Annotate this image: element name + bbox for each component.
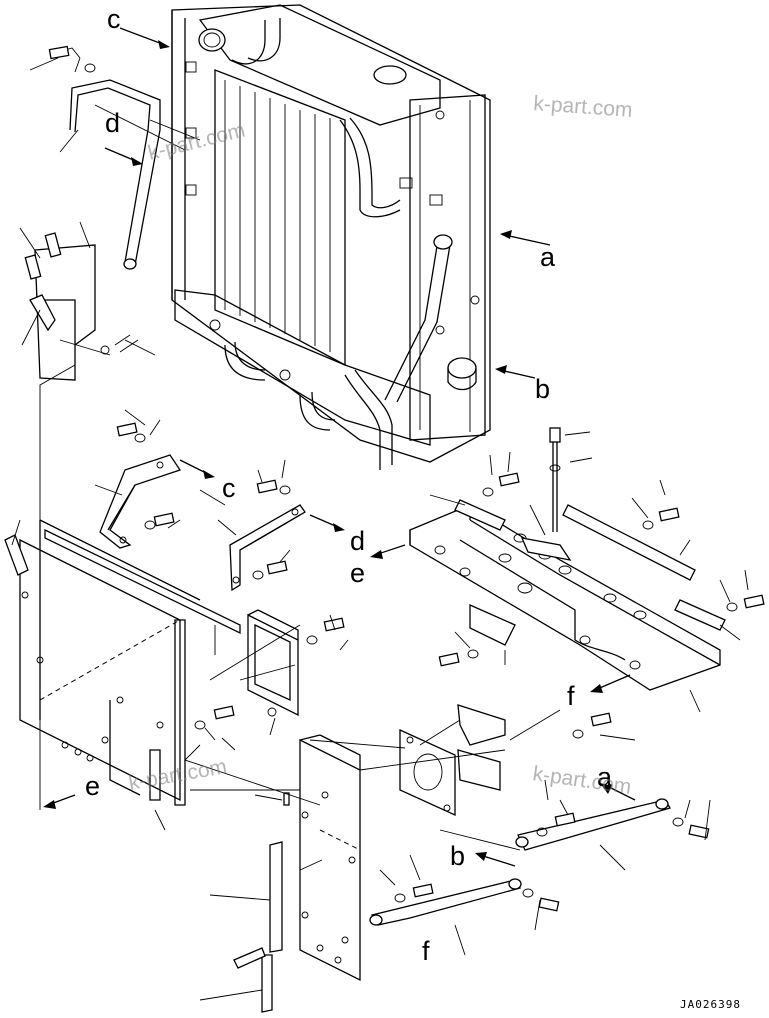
ref-letter-b-right: b [535, 374, 550, 404]
lower-plate-assembly [190, 704, 506, 1013]
watermark-bottom-left: k-part.com [127, 755, 229, 795]
drawing-code: JA026398 [680, 998, 741, 1011]
under-guard-right [409, 427, 765, 713]
ref-letter-c-mid: c [222, 473, 236, 503]
ref-letter-d-mid: d [350, 526, 365, 556]
ref-letter-e-mid: e [350, 558, 365, 588]
ref-letter-d-top: d [105, 108, 120, 138]
ref-letter-f-bottom: f [422, 936, 430, 966]
stay-bars-lower-right [369, 712, 711, 956]
stay-rod-top-left [29, 45, 161, 270]
ref-letter-b-bottom: b [450, 841, 465, 871]
cover-box-center [194, 609, 349, 751]
side-panel-left [4, 519, 241, 831]
ref-letter-c-top: c [107, 4, 121, 34]
ref-letter-a-right: a [540, 242, 556, 272]
watermark-top-right: k-part.com [533, 92, 634, 122]
reference-letters: c d a b c d e e a b f f [85, 4, 613, 966]
watermark-bottom-right: k-part.com [531, 762, 632, 799]
bracket-c [94, 409, 182, 549]
ref-letter-a-bottom: a [597, 762, 613, 792]
side-plate-upper-left [19, 221, 156, 381]
ref-letter-f-right: f [567, 681, 575, 711]
radiator-assembly [171, 4, 491, 470]
bracket-d [217, 459, 306, 592]
ref-letter-e-bottom: e [85, 771, 100, 801]
leader-lines [39, 104, 561, 851]
arrows [43, 27, 636, 867]
